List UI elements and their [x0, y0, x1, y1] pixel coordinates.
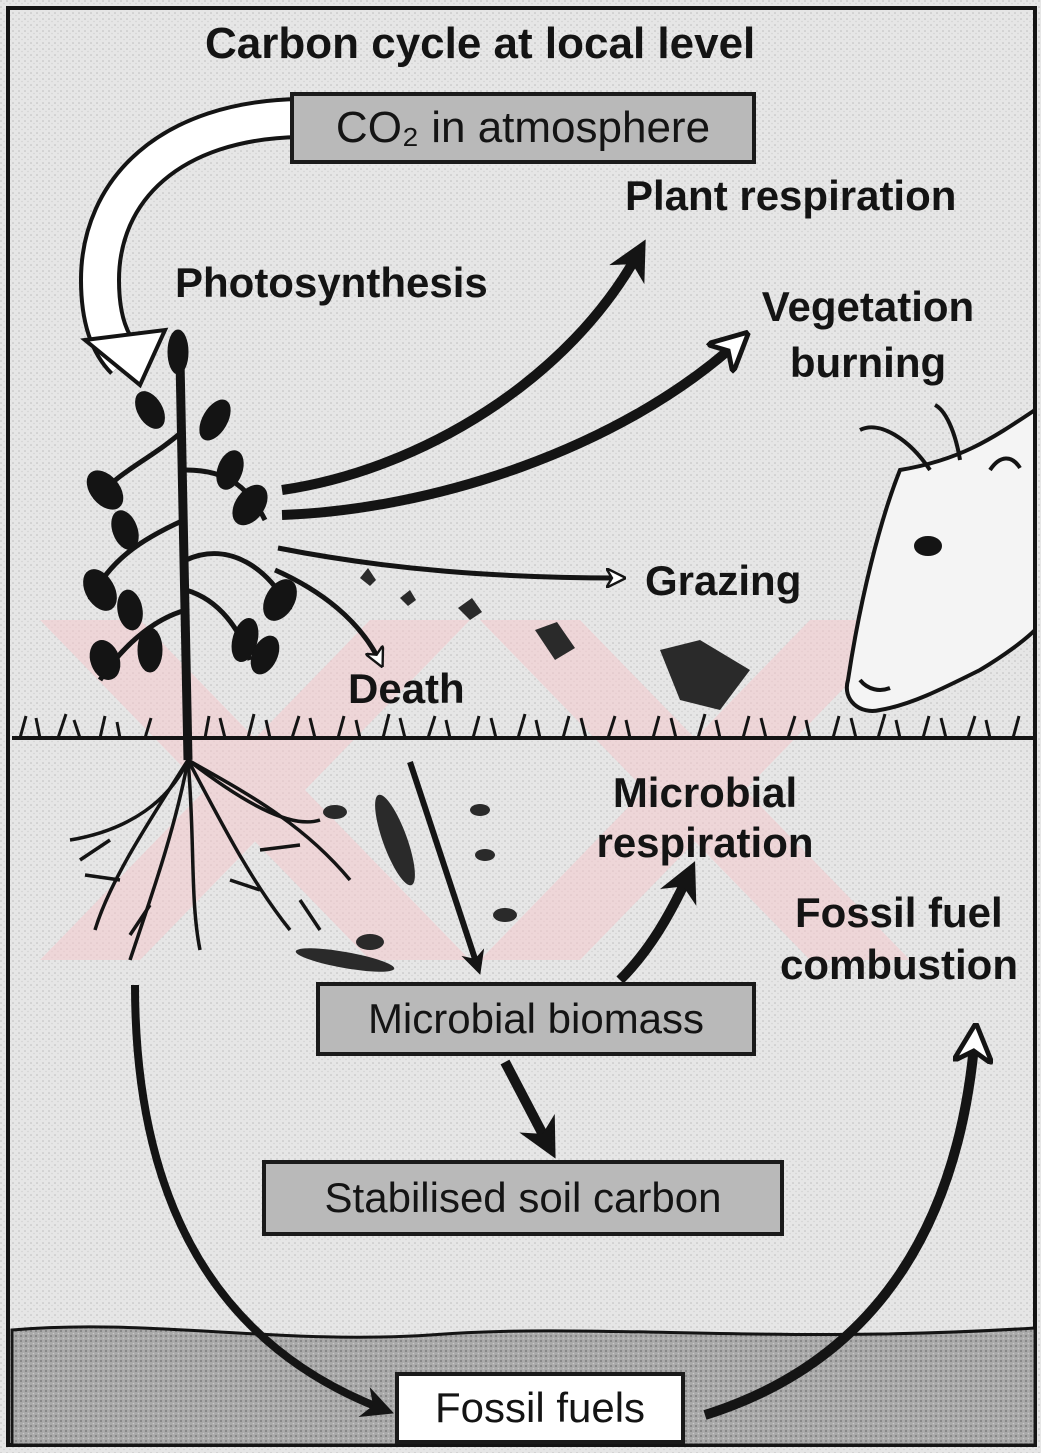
node-fossil-fuels: Fossil fuels [395, 1372, 685, 1444]
label-plant-respiration: Plant respiration [625, 175, 956, 217]
label-vegetation-burning-line2: burning [738, 342, 998, 384]
label-death: Death [348, 668, 465, 710]
label-fossil-fuel-combustion-line2: combustion [780, 944, 1018, 986]
label-microbial-respiration-line1: Microbial [585, 772, 825, 814]
diagram-title: Carbon cycle at local level [205, 22, 755, 66]
node-microbial-biomass: Microbial biomass [316, 982, 756, 1056]
node-co2-in-atmosphere: CO₂ in atmosphere [290, 92, 756, 164]
node-stabilised-soil-carbon: Stabilised soil carbon [262, 1160, 784, 1236]
label-photosynthesis: Photosynthesis [175, 262, 488, 304]
label-vegetation-burning-line1: Vegetation [738, 286, 998, 328]
label-grazing: Grazing [645, 560, 801, 602]
label-fossil-fuel-combustion-line1: Fossil fuel [795, 892, 1003, 934]
label-microbial-respiration-line2: respiration [585, 822, 825, 864]
